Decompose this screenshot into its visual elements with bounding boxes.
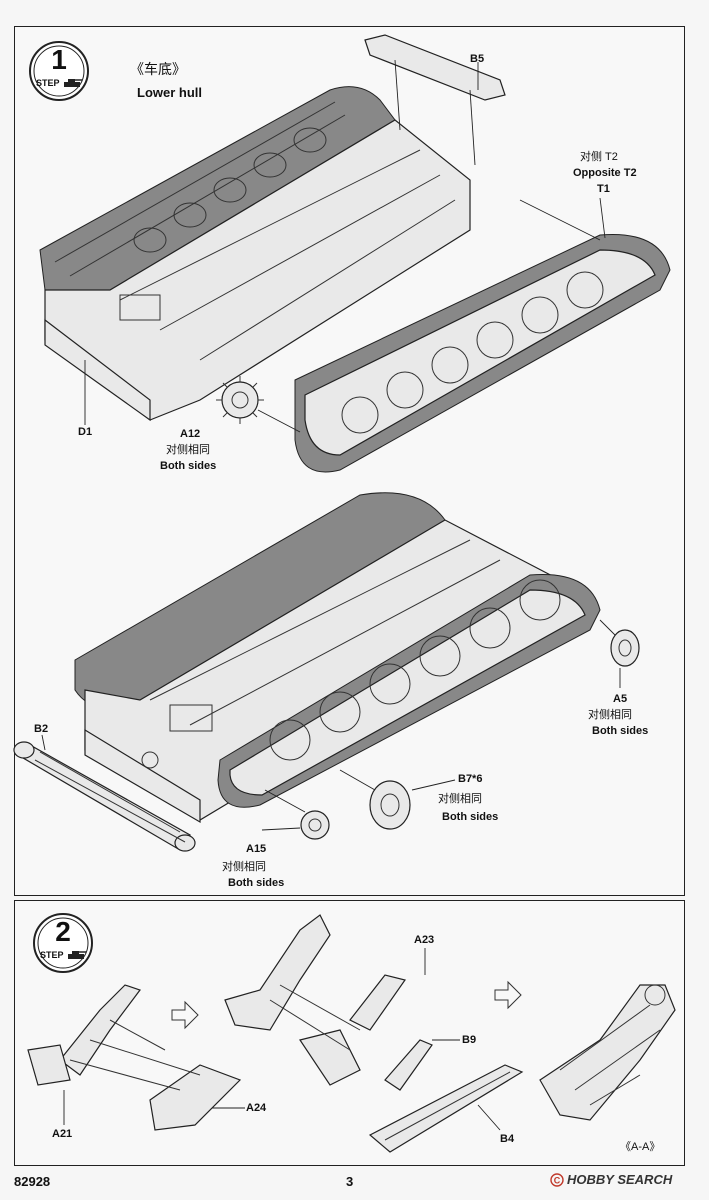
label-b2: B2 bbox=[34, 723, 49, 735]
label-a5: A5 bbox=[613, 693, 628, 705]
step1-badge: 1 STEP bbox=[28, 40, 90, 102]
label-opposite-cn: 对侧 T2 bbox=[580, 151, 618, 163]
tank-icon bbox=[68, 951, 86, 959]
label-a15-cn: 对侧相同 bbox=[222, 861, 266, 873]
step2-panel bbox=[14, 900, 685, 1166]
watermark-text: HOBBY SEARCH bbox=[567, 1172, 673, 1187]
label-a5-en: Both sides bbox=[592, 725, 649, 737]
step2-badge: 2 STEP bbox=[32, 912, 94, 974]
step1-word: STEP bbox=[36, 78, 60, 88]
label-b7: B7*6 bbox=[458, 773, 483, 785]
roadwheel-b7-drawing bbox=[369, 780, 411, 830]
label-b7-cn: 对侧相同 bbox=[438, 793, 482, 805]
log-b2-drawing bbox=[13, 741, 196, 852]
label-opposite-en: Opposite T2 bbox=[573, 167, 637, 179]
lower-hull-drawing bbox=[13, 492, 640, 852]
step2-drawing bbox=[27, 914, 676, 1153]
label-t1: T1 bbox=[597, 183, 610, 195]
label-a24: A24 bbox=[246, 1102, 267, 1114]
label-a15-en: Both sides bbox=[228, 877, 285, 889]
page-number: 3 bbox=[346, 1174, 354, 1189]
upper-hull-drawing bbox=[39, 34, 671, 473]
label-d1: D1 bbox=[78, 426, 93, 438]
label-a5-cn: 对侧相同 bbox=[588, 709, 632, 721]
product-code: 82928 bbox=[14, 1174, 51, 1189]
label-b4: B4 bbox=[500, 1133, 515, 1145]
label-a21: A21 bbox=[52, 1128, 73, 1140]
sprocket-a12-drawing bbox=[216, 376, 264, 424]
step2-word: STEP bbox=[40, 950, 64, 960]
sprocket-a15-drawing bbox=[300, 810, 330, 840]
copyright-icon: C bbox=[550, 1172, 564, 1187]
step1-title-cn: 《车底》 bbox=[130, 61, 186, 77]
step2-number: 2 bbox=[55, 916, 71, 947]
label-b9: B9 bbox=[462, 1034, 477, 1046]
label-a12-en: Both sides bbox=[160, 460, 217, 472]
label-section-aa: 《A-A》 bbox=[620, 1141, 661, 1153]
label-a12-cn: 对侧相同 bbox=[166, 444, 210, 456]
tank-icon bbox=[64, 79, 82, 87]
watermark: C HOBBY SEARCH bbox=[550, 1172, 672, 1187]
label-a23: A23 bbox=[414, 934, 435, 946]
step1-title-en: Lower hull bbox=[137, 85, 202, 100]
svg-text:C: C bbox=[554, 1175, 561, 1185]
idler-a5-drawing bbox=[610, 629, 640, 667]
label-b5: B5 bbox=[470, 53, 485, 65]
label-a15: A15 bbox=[246, 843, 267, 855]
label-b7-en: Both sides bbox=[442, 811, 499, 823]
step1-number: 1 bbox=[51, 44, 67, 75]
label-a12: A12 bbox=[180, 428, 201, 440]
